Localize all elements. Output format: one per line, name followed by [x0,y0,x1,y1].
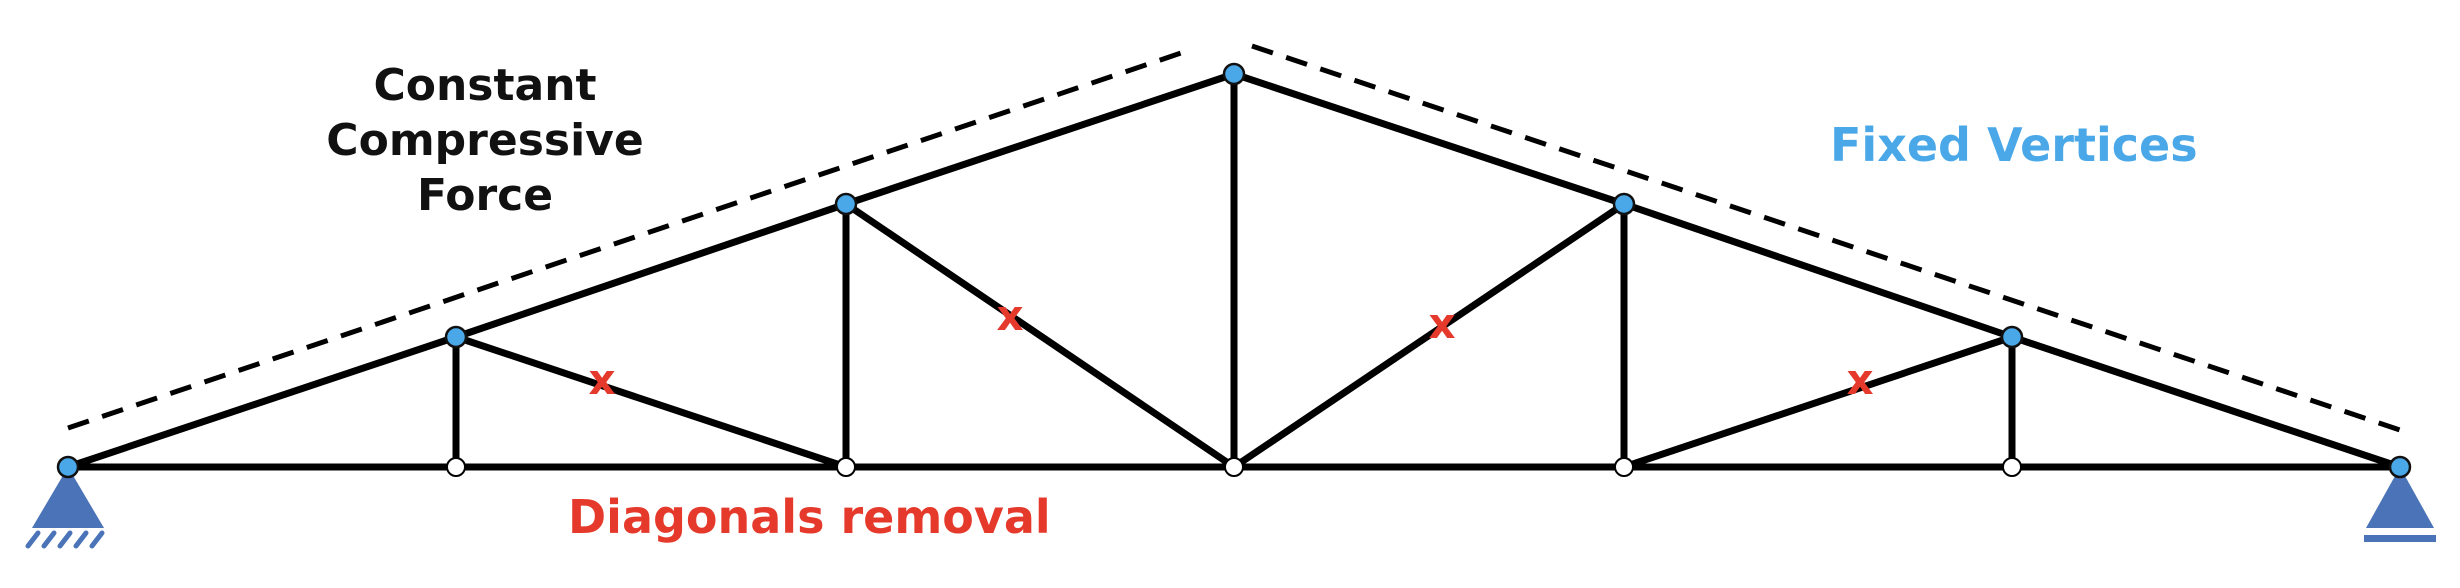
fixed-vertex [56,455,80,479]
diagonal-2 [842,200,1238,471]
fixed-vertices [56,62,2412,479]
fixed-vertex [834,192,858,216]
free-node [1614,457,1634,477]
fixed-vertex [2000,325,2024,349]
pin-support-icon [25,467,105,549]
top-chord-left-1 [64,333,460,471]
fixed-vertex [1612,192,1636,216]
free-nodes [446,457,2022,477]
free-node [2002,457,2022,477]
left-dashed-line [67,47,1191,431]
label-line: Compressive [326,115,644,166]
fixed-vertex [2388,455,2412,479]
fixed-vertices-label: Fixed Vertices [1830,118,2198,172]
right-dashed-line [1251,43,2407,435]
diagonal-1 [452,333,850,471]
top-chord-left-2 [452,200,850,341]
fixed-vertex [444,325,468,349]
label-line: Constant [373,60,597,111]
diagonal-4 [1620,333,2016,471]
removal-mark: x [588,355,616,405]
free-node [446,457,466,477]
top-chord-right-2 [1620,200,2016,341]
compressive-force-lines [67,43,2407,435]
top-chord-right-3 [2008,333,2404,471]
removal-mark: x [1846,355,1874,405]
removal-mark: x [1428,299,1456,349]
free-node [1224,457,1244,477]
fixed-vertex [1222,62,1246,86]
removal-mark: x [996,291,1024,341]
free-node [836,457,856,477]
diagonal-3 [1230,200,1628,471]
top-chord-right-1 [1230,70,1628,208]
diagonals-removal-label: Diagonals removal [568,490,1051,544]
constant-compressive-force-label: Constant Compressive Force [290,58,680,223]
top-chord-left-3 [842,70,1238,208]
roller-support-icon [2364,467,2436,542]
label-line: Force [416,170,554,221]
